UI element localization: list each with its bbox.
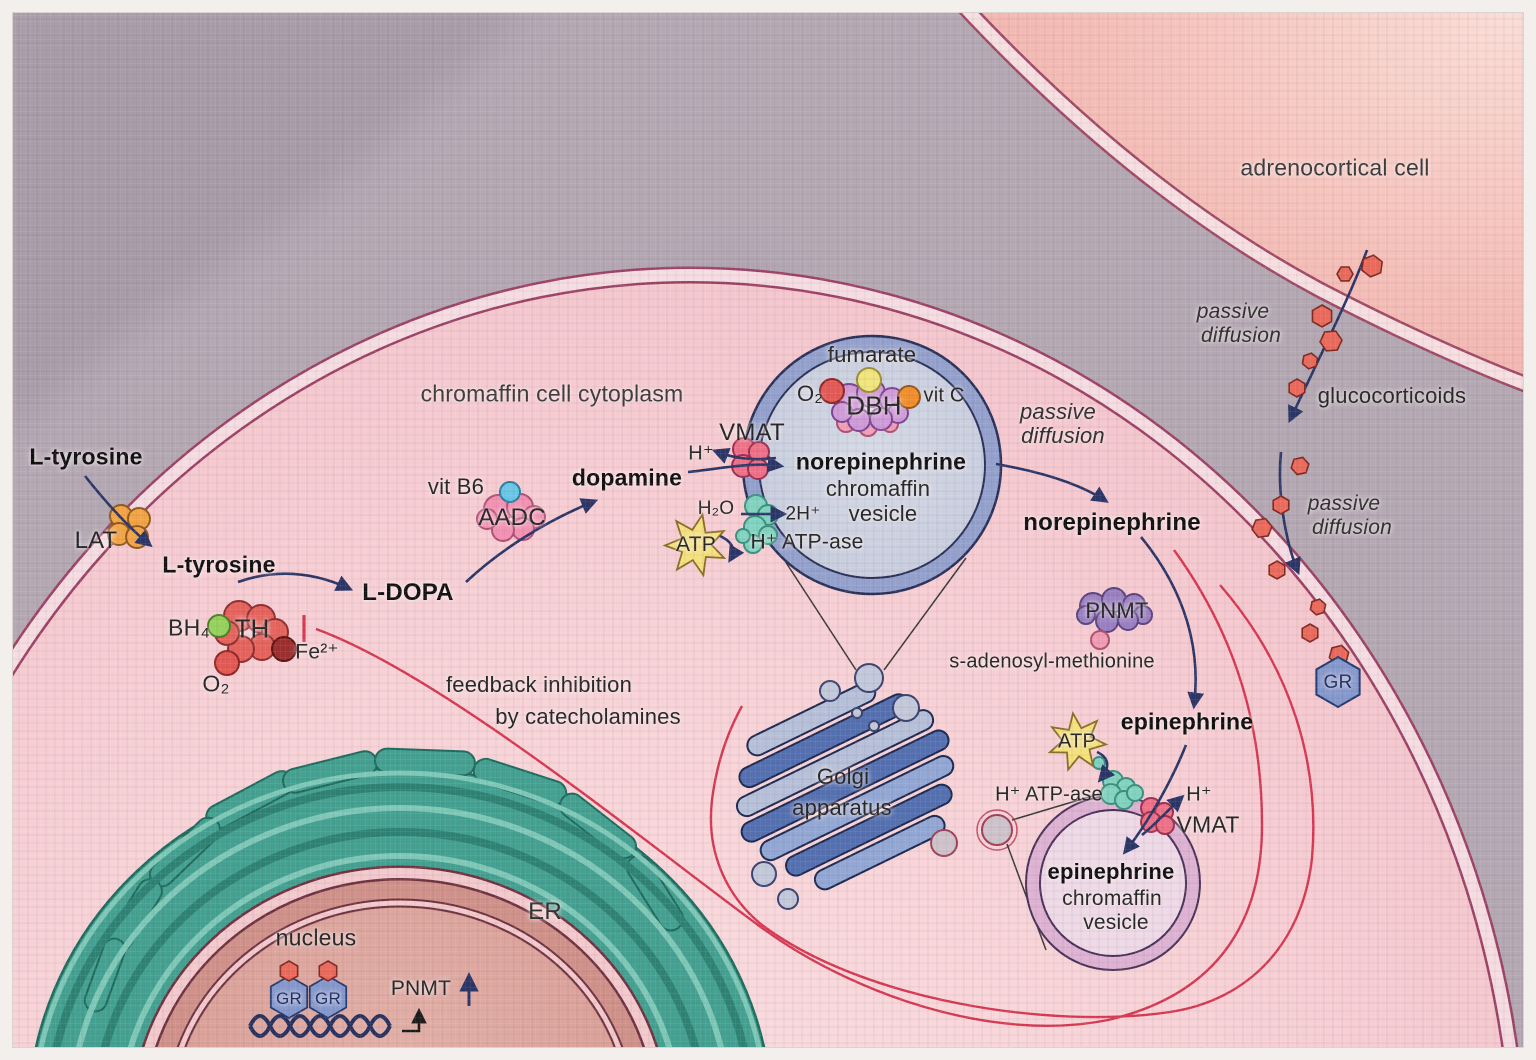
golgi-apparatus (735, 663, 1018, 910)
budding-vesicle (930, 829, 958, 857)
atpase-ne-label: H⁺ ATP-ase (750, 530, 864, 554)
glucocorticoids-label: glucocorticoids (1317, 383, 1467, 408)
ne-vesicle-name-line3: vesicle (848, 501, 918, 526)
er-lamellae (30, 770, 770, 1060)
gr-right-label: GR (315, 989, 341, 1008)
nucleus-label: nucleus (275, 924, 357, 951)
lat-label: LAT (74, 527, 118, 554)
fumarate-molecule-icon (856, 367, 882, 393)
passive-diffusion-top-line2: diffusion (1200, 324, 1282, 347)
vmat-epi-label: VMAT (1176, 811, 1240, 838)
l-tyrosine-import-arrow (83, 475, 153, 548)
passive-diffusion-right-line2: diffusion (1311, 516, 1393, 539)
feedback-label-line1: feedback inhibition (445, 672, 633, 697)
vitamin-c-molecule-icon (897, 385, 921, 409)
vmat-transporter-ne (731, 437, 770, 480)
norepinephrine-chromaffin-vesicle (741, 334, 1003, 596)
glucocorticoid-icon (319, 961, 336, 981)
transcription-arrow-icon (402, 1007, 427, 1033)
background-shadow (0, 0, 540, 440)
glucocorticoid-diffusion-arrow-2 (1278, 451, 1301, 576)
vitamin-b6-cofactor-icon (499, 481, 521, 503)
passive-diffusion-right-line1: passive (1307, 492, 1381, 515)
bh4-cofactor-icon (207, 614, 231, 638)
fumarate-label: fumarate (827, 342, 917, 367)
atp-hydrolysis-arrow-ne (719, 534, 745, 563)
o2-dbh-label: O₂ (796, 381, 824, 406)
ne-passive-diffusion-arrow (995, 462, 1109, 503)
proton-out-arrow-ne (711, 448, 777, 464)
feedback-label-line2: by catecholamines (495, 704, 681, 729)
dna-helix-icon (248, 1014, 392, 1038)
aadc-label: AADC (478, 504, 546, 531)
passive-diffusion-ne-line2: diffusion (1021, 423, 1105, 448)
ldopa-to-dopamine-arrow (465, 498, 599, 583)
adrenocortical-cell-label: adrenocortical cell (1240, 154, 1430, 181)
glucocorticoid-icon (280, 961, 297, 981)
pnmt-nucleus-label: PNMT (390, 977, 452, 1000)
pnmt-enzyme (1076, 587, 1153, 633)
golgi-label-line1: Golgi (816, 764, 870, 789)
o2-th-label: O₂ (202, 670, 230, 697)
h-ne-label: H⁺ (688, 442, 714, 465)
aadc-enzyme (476, 493, 546, 542)
atp-epi-label: ATP (1057, 730, 1097, 753)
epi-vesicle-name-line2: chromaffin (1062, 887, 1162, 910)
gr-left-label: GR (276, 989, 302, 1008)
golgi-label-line2: apparatus (792, 795, 892, 820)
atpase-transporter-ne (735, 494, 779, 554)
feedback-line-epinephrine (709, 584, 1315, 1019)
glucocorticoid-diffusion-arrow-1 (1288, 249, 1369, 424)
budding-vesicle-magnified (981, 814, 1013, 846)
epinephrine-cytosol-label: epinephrine (1120, 708, 1254, 735)
golgi-vesicles (751, 663, 920, 910)
th-label: TH (234, 613, 270, 644)
cytoplasm-label: chromaffin cell cytoplasm (420, 380, 684, 407)
vmat-ne-label: VMAT (719, 419, 785, 446)
iron-cofactor-icon (271, 636, 297, 662)
atpase-epi-label: H⁺ ATP-ase (995, 783, 1103, 806)
feedback-line-norepinephrine (315, 549, 1264, 1027)
feedback-inhibition-lines (302, 549, 1315, 1027)
atp-ne-label: ATP (676, 533, 716, 556)
sam-molecule-icon (1090, 630, 1110, 650)
norepinephrine-cytosol-label: norepinephrine (1023, 509, 1201, 536)
vitc-label: vit C (923, 384, 965, 407)
tyrosine-to-ldopa-arrow (237, 572, 354, 591)
epinephrine-into-vesicle-arrow (1122, 744, 1188, 855)
dbh-label: DBH (846, 390, 902, 421)
vmat-transporter-epi (1140, 797, 1175, 835)
ne-vesicle-name-line2: chromaffin (825, 476, 931, 501)
pathway-arrows (83, 249, 1369, 855)
twoh-label: 2H⁺ (785, 503, 821, 525)
atp-hydrolysis-arrow-epi (1096, 750, 1116, 783)
sam-label: s-adenosyl-methionine (949, 650, 1155, 673)
fe2-label: Fe²⁺ (295, 640, 339, 664)
ne-vesicle-name-line1: norepinephrine (795, 448, 967, 475)
oxygen-molecule-icon (819, 378, 845, 404)
er-label: ER (528, 898, 562, 925)
gr-dna-complex (248, 961, 479, 1038)
ne-to-epinephrine-arrow (1139, 536, 1205, 710)
l-tyrosine-cytoplasm-label: L-tyrosine (162, 551, 276, 578)
l-tyrosine-extracellular-label: L-tyrosine (29, 443, 143, 470)
vitb6-label: vit B6 (427, 474, 485, 499)
h-epi-label: H⁺ (1186, 783, 1212, 806)
passive-diffusion-ne-line1: passive (1020, 399, 1096, 424)
l-dopa-label: L-DOPA (362, 579, 454, 606)
epi-vesicle-name-line1: epinephrine (1047, 859, 1175, 884)
gr-receptor-label: GR (1323, 672, 1353, 693)
pnmt-label: PNMT (1085, 598, 1149, 623)
h2o-label: H₂O (697, 498, 735, 519)
dopamine-into-vesicle-arrow (687, 455, 785, 474)
adrenocortical-cell (951, 0, 1536, 396)
passive-diffusion-top-line1: passive (1196, 300, 1270, 323)
proton-out-arrow-epi (1141, 794, 1185, 837)
oxygen-molecule-icon-th (214, 650, 240, 676)
bh4-label: BH₄ (168, 614, 210, 641)
dopamine-label: dopamine (571, 464, 683, 491)
epi-vesicle-name-line3: vesicle (1083, 911, 1149, 934)
